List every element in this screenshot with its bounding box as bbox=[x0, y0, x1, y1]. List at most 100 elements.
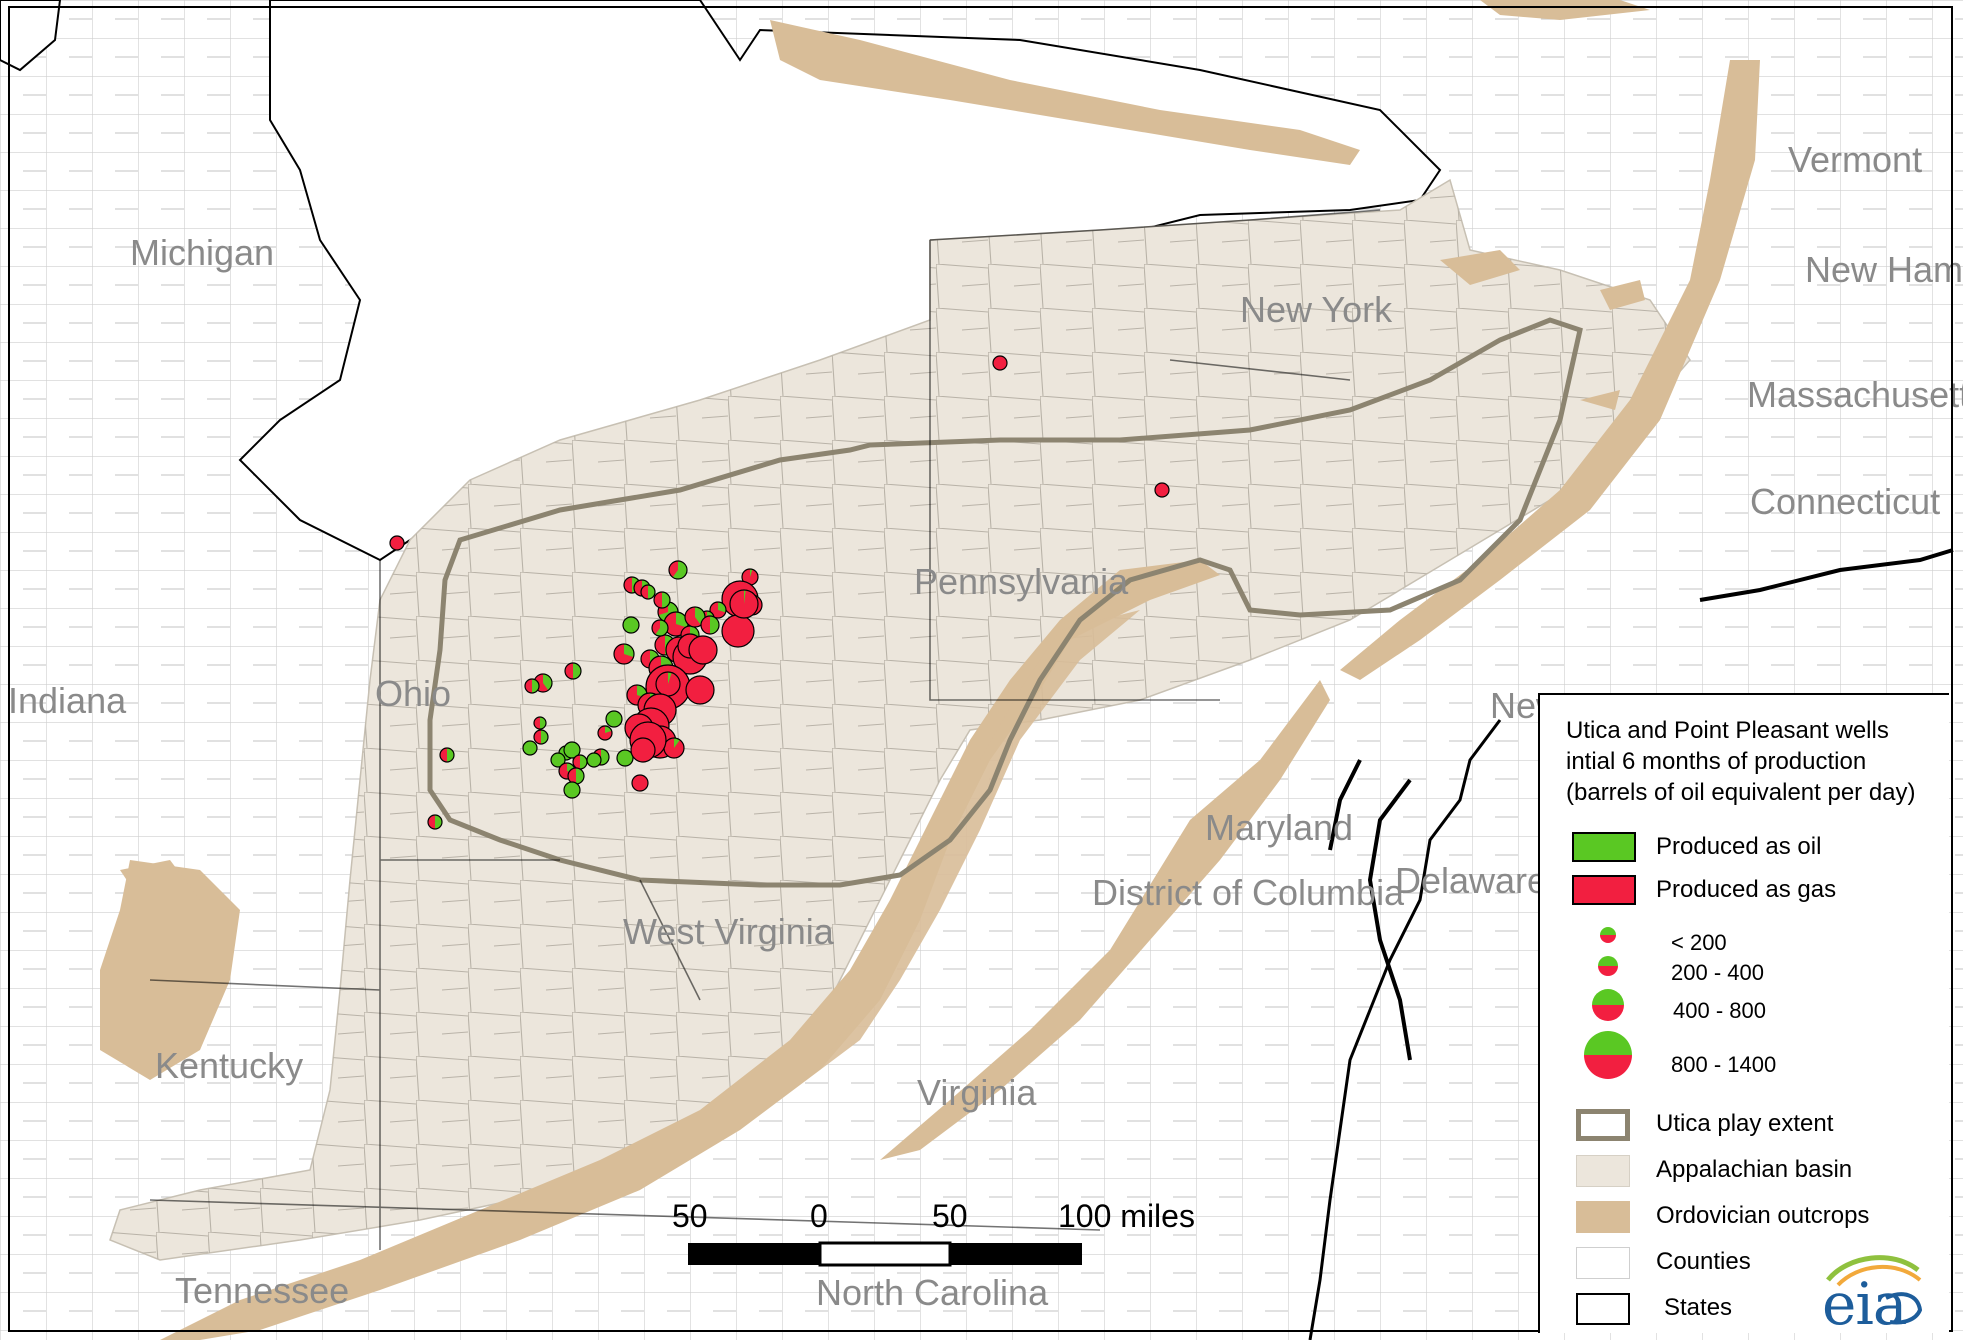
well-marker bbox=[622, 616, 640, 634]
well-marker bbox=[389, 535, 405, 551]
eia-logo: eia bbox=[1822, 1270, 1907, 1338]
state-label-district-of-columbia: District of Columbia bbox=[1092, 872, 1405, 913]
well-marker bbox=[597, 725, 613, 741]
ordovician-outcrop bbox=[100, 860, 240, 1080]
well-marker bbox=[439, 747, 455, 763]
state-label-maryland: Maryland bbox=[1205, 807, 1353, 848]
well-marker bbox=[1154, 482, 1170, 498]
well-marker bbox=[533, 729, 549, 745]
legend-size-label: 400 - 800 bbox=[1673, 998, 1766, 1023]
utica-play-extent bbox=[427, 317, 1583, 888]
state-label-kentucky: Kentucky bbox=[155, 1045, 303, 1086]
well-marker bbox=[616, 749, 634, 767]
well-markers bbox=[389, 355, 1170, 830]
ordovician-outcrop bbox=[770, 20, 1360, 165]
state-label-michigan: Michigan bbox=[130, 232, 274, 273]
legend-size-label: 200 - 400 bbox=[1671, 960, 1764, 985]
legend-title-line: Utica and Point Pleasant wells bbox=[1566, 717, 1889, 744]
well-marker bbox=[640, 584, 656, 600]
coastline bbox=[1308, 719, 1502, 1340]
legend-item-oil: Produced as oil bbox=[1540, 828, 1951, 868]
legend-label-counties: Counties bbox=[1656, 1248, 1751, 1275]
scale-segment-black-left bbox=[688, 1243, 820, 1265]
scale-segment-black-right bbox=[950, 1243, 1082, 1265]
well-marker bbox=[522, 740, 538, 756]
well-marker bbox=[533, 716, 547, 730]
ordovician-outcrop bbox=[1480, 0, 1650, 20]
well-marker bbox=[700, 615, 720, 635]
well-marker bbox=[655, 671, 681, 697]
legend-swatch-outcrops bbox=[1576, 1201, 1630, 1233]
scale-label-0: 0 bbox=[810, 1198, 828, 1234]
state-borders bbox=[149, 209, 1381, 1250]
well-marker bbox=[709, 601, 727, 619]
ordovician-outcrop bbox=[1440, 250, 1645, 410]
ordovician-outcrop bbox=[1340, 60, 1760, 680]
legend: Utica and Point Pleasant wells intial 6 … bbox=[1538, 693, 1951, 1338]
legend-size-label: < 200 bbox=[1671, 930, 1727, 955]
state-label-vermont: Vermont bbox=[1788, 139, 1922, 180]
legend-swatch-basin bbox=[1576, 1155, 1630, 1187]
legend-size-xlarge bbox=[1584, 1031, 1632, 1079]
well-marker bbox=[572, 754, 588, 770]
legend-label-oil: Produced as oil bbox=[1656, 833, 1822, 860]
state-label-tennessee: Tennessee bbox=[175, 1270, 349, 1311]
legend-swatch-states bbox=[1576, 1293, 1630, 1325]
eia-logo-swoosh bbox=[1826, 1255, 1923, 1325]
legend-label-basin: Appalachian basin bbox=[1656, 1156, 1853, 1183]
state-label-delaware: Delaware bbox=[1395, 860, 1547, 901]
state-label-virginia: Virginia bbox=[917, 1072, 1037, 1113]
well-marker bbox=[524, 678, 540, 694]
well-marker bbox=[651, 619, 669, 637]
state-label-ohio: Ohio bbox=[375, 673, 451, 714]
legend-size-small bbox=[1600, 927, 1616, 943]
legend-size-medium bbox=[1598, 956, 1618, 976]
legend-label-states: States bbox=[1664, 1294, 1733, 1321]
well-marker bbox=[550, 752, 566, 768]
well-marker bbox=[721, 614, 755, 648]
state-label-new-hampshire: New Ham bbox=[1805, 249, 1963, 290]
scale-label-100-miles: 100 miles bbox=[1058, 1198, 1195, 1234]
well-marker bbox=[729, 589, 759, 619]
well-marker bbox=[427, 814, 443, 830]
legend-item-outcrops: Ordovician outcrops bbox=[1540, 1197, 1951, 1237]
well-marker bbox=[685, 675, 715, 705]
well-marker bbox=[564, 662, 582, 680]
legend-item-basin: Appalachian basin bbox=[1540, 1151, 1951, 1191]
state-label-massachusetts: Massachusett bbox=[1747, 374, 1963, 415]
scale-label-50-left: 50 bbox=[672, 1198, 708, 1234]
legend-item-states: States bbox=[1540, 1289, 1951, 1329]
legend-label-gas: Produced as gas bbox=[1656, 876, 1837, 903]
legend-title: Utica and Point Pleasant wells intial 6 … bbox=[1566, 715, 1946, 808]
state-label-new-york: New York bbox=[1240, 289, 1393, 330]
legend-label-outcrops: Ordovician outcrops bbox=[1656, 1202, 1870, 1229]
well-marker bbox=[653, 591, 671, 609]
scale-segment-white bbox=[818, 1241, 952, 1267]
legend-title-line: intial 6 months of production bbox=[1566, 748, 1867, 775]
legend-swatch-gas bbox=[1572, 875, 1636, 905]
chesapeake-bay bbox=[1328, 759, 1412, 1061]
state-label-west-virginia: West Virginia bbox=[623, 911, 835, 952]
legend-swatch-play-extent bbox=[1576, 1109, 1630, 1141]
state-label-indiana: Indiana bbox=[8, 680, 127, 721]
legend-size-label: 800 - 1400 bbox=[1671, 1052, 1777, 1077]
scale-bar: 50 0 50 100 miles bbox=[672, 1198, 1195, 1267]
legend-size-symbols bbox=[1584, 927, 1632, 1079]
well-marker bbox=[563, 781, 581, 799]
state-label-connecticut: Connecticut bbox=[1750, 481, 1940, 522]
well-marker bbox=[605, 710, 623, 728]
state-label-north-carolina: North Carolina bbox=[816, 1272, 1049, 1313]
well-marker bbox=[631, 774, 649, 792]
legend-size-large bbox=[1592, 989, 1624, 1021]
well-marker bbox=[563, 741, 581, 759]
legend-label-play-extent: Utica play extent bbox=[1656, 1110, 1834, 1137]
legend-swatch-oil bbox=[1572, 832, 1636, 862]
scale-label-50-right: 50 bbox=[932, 1198, 968, 1234]
well-marker bbox=[688, 635, 718, 665]
long-island-coast bbox=[1699, 548, 1954, 602]
legend-item-play-extent: Utica play extent bbox=[1540, 1105, 1951, 1145]
ordovician-outcrop bbox=[820, 610, 1140, 1070]
well-marker bbox=[992, 355, 1008, 371]
well-marker bbox=[663, 737, 685, 759]
